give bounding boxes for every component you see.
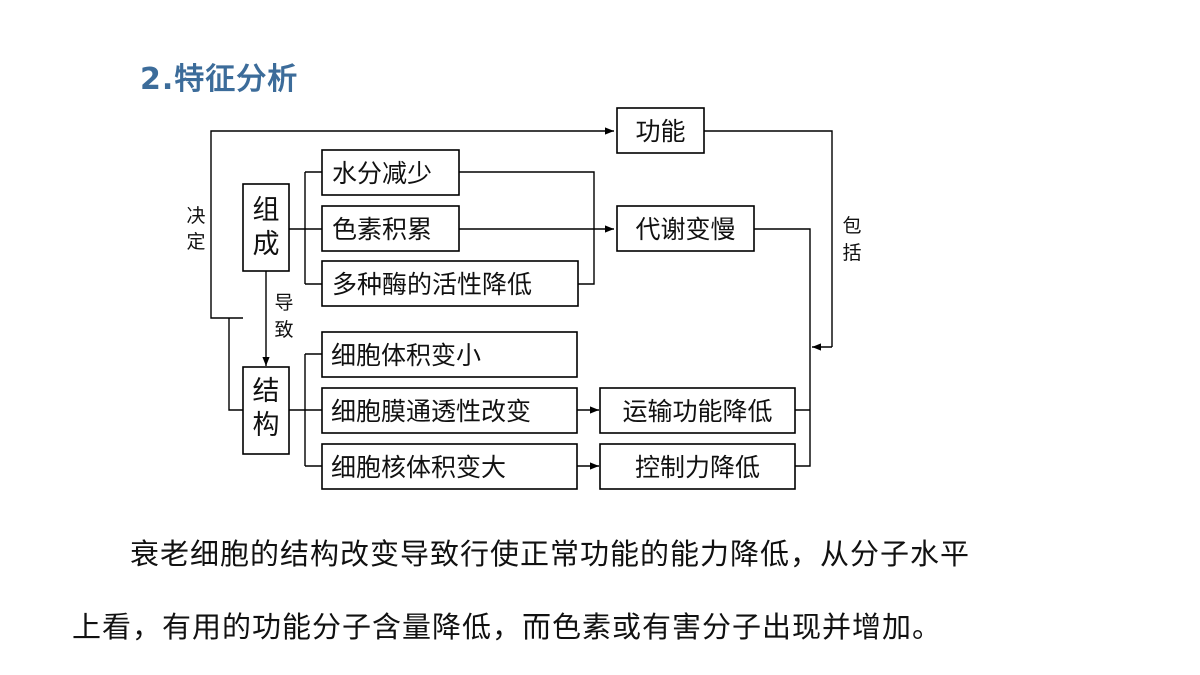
- control-box: [599, 443, 796, 490]
- nucleus-box: [321, 443, 578, 490]
- membrane-box: [321, 387, 578, 434]
- explanation-text-2: 上看，有用的功能分子含量降低，而色素或有害分子出现并增加。: [72, 610, 943, 644]
- water-decrease-label: 水分减少: [332, 159, 432, 188]
- results-merge-line: [754, 228, 811, 467]
- determine-arrow: [210, 127, 614, 319]
- boxes: [242, 107, 796, 490]
- explanation-line-1: 衰老细胞的结构改变导致行使正常功能的能力降低，从分子水平: [72, 518, 1152, 591]
- nucleus-label: 细胞核体积变大: [331, 453, 506, 482]
- include-label: 包括: [842, 215, 861, 264]
- transport-label: 运输功能降低: [622, 397, 772, 426]
- connectors: [210, 127, 833, 470]
- water-decrease-box: [321, 149, 460, 196]
- structure-box: [242, 366, 290, 455]
- structure-label: 结构: [253, 376, 280, 441]
- structure-bracket: [228, 318, 322, 467]
- composition-box: [242, 183, 290, 272]
- pigment-label: 色素积累: [332, 215, 432, 244]
- composition-to-metabolism: [459, 171, 595, 285]
- section-heading: 2.特征分析: [140, 62, 299, 97]
- enzyme-box: [321, 260, 579, 307]
- explanation-line-2: 上看，有用的功能分子含量降低，而色素或有害分子出现并增加。: [72, 591, 1152, 664]
- composition-bracket: [289, 171, 322, 285]
- pigment-box: [321, 205, 460, 252]
- metabolism-label: 代谢变慢: [635, 215, 735, 244]
- cell-volume-label: 细胞体积变小: [331, 341, 481, 370]
- determine-label: 决定: [186, 205, 205, 253]
- include-line: [704, 130, 833, 347]
- lead-to-label: 导致: [274, 292, 293, 341]
- transport-box: [599, 387, 796, 434]
- connector-labels: 决定 导致 包括: [186, 205, 861, 341]
- composition-label: 组成: [253, 195, 280, 260]
- metabolism-box: [616, 205, 755, 252]
- cell-volume-box: [321, 331, 578, 378]
- function-label: 功能: [635, 117, 685, 146]
- enzyme-label: 多种酶的活性降低: [332, 270, 532, 299]
- membrane-label: 细胞膜通透性改变: [331, 397, 531, 426]
- box-labels: 功能 组成 结构 水分减少 色素积累 多种酶的活性降低 代谢变慢 细胞体积变小 …: [253, 117, 773, 482]
- function-box: [616, 107, 705, 154]
- explanation-text-1: 衰老细胞的结构改变导致行使正常功能的能力降低，从分子水平: [130, 537, 971, 571]
- control-label: 控制力降低: [635, 453, 760, 482]
